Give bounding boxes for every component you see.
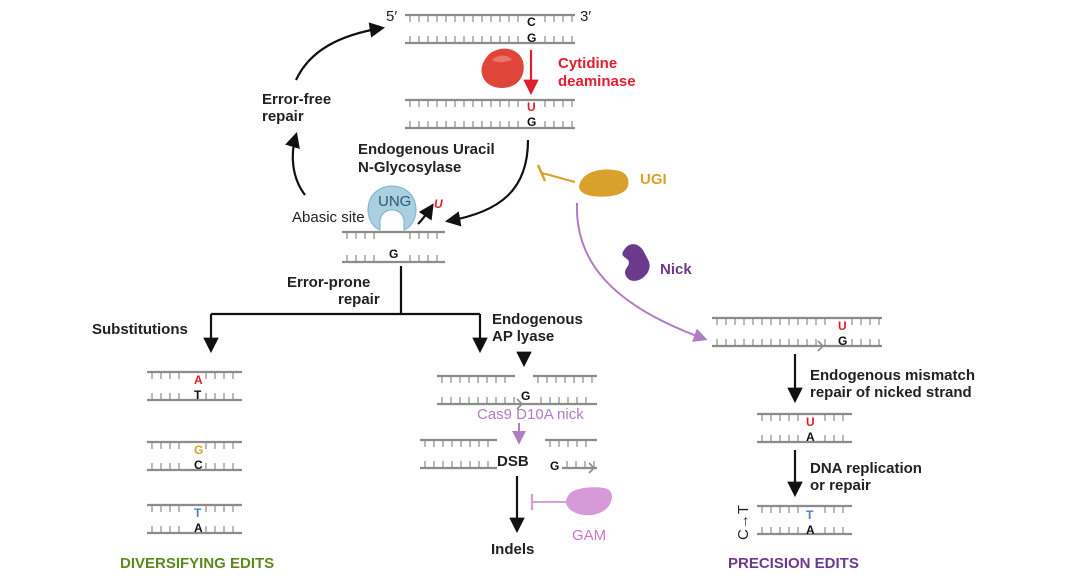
duplex-sub-2-top-strand [147,440,242,449]
precision-edits-label: PRECISION EDITS [728,555,859,572]
error-prone-label-2: repair [338,291,380,308]
cytidine-deaminase-label-1: Cytidine [558,55,617,72]
nick-pathway-arrow [575,202,708,342]
error-free-repair-arrow-top [295,22,386,81]
duplex-sub-1-top-strand [147,370,242,379]
duplex-ap-top-strand-right [533,374,597,383]
base-prec3-bot: A [806,523,815,537]
ung-action-arrow [444,139,530,227]
base-prec1-bot: G [838,334,847,348]
error-free-repair-arrow-up [285,132,306,196]
duplex-sub-3-bottom-strand [147,526,242,535]
base-released-u: U [434,197,443,211]
ugi-protein-icon [579,169,629,197]
cytidine-deaminase-highlight [492,55,512,63]
cas9-nick-label: Cas9 D10A nick [477,406,584,423]
base-prec1-top: U [838,319,847,333]
duplex-sub-2-bottom-strand [147,463,242,472]
duplex-prec-3-top-strand [757,504,852,513]
base-top-c: C [527,15,536,29]
base-sub3-bot: A [194,521,203,535]
base-top-g: G [527,31,536,45]
ugi-label: UGI [640,171,667,188]
gam-label: GAM [572,527,606,544]
duplex-prec-1-top-strand [712,316,882,325]
duplex-deaminated-top-strand [405,98,575,107]
error-free-label-2: repair [262,108,304,125]
duplex-sub-1-bottom-strand [147,393,242,402]
ung-enzyme-icon [367,185,417,231]
base-dsb-g: G [550,459,559,473]
three-prime-label: 3′ [580,8,591,25]
ugi-inhibition-bar [536,164,547,182]
base-abasic-g: G [389,247,398,261]
replication-label-1: DNA replication [810,460,922,477]
cytidine-deaminase-label-2: deaminase [558,73,636,90]
duplex-deaminated-bottom-strand [405,121,575,130]
dsb-left-top-strand [420,438,497,447]
endogenous-ung-label-2: N-Glycosylase [358,159,461,176]
base-prec2-bot: A [806,430,815,444]
base-sub3-top: T [194,506,202,520]
duplex-initial-bottom-strand [405,36,575,45]
base-mid-u: U [527,100,536,114]
substitutions-label: Substitutions [92,321,188,338]
base-sub2-bot: C [194,458,203,472]
base-prec3-top: T [806,508,814,522]
nick-mark-dsb [588,462,596,474]
error-prone-label-1: Error-prone [287,274,370,291]
duplex-prec-1-bottom-strand [712,339,882,348]
ugi-inhibition-line [541,172,576,183]
ung-label: UNG [378,193,411,210]
base-sub1-bot: T [194,388,202,402]
cytidine-deaminase-protein-icon [481,48,524,88]
gam-protein-icon [566,487,612,516]
base-ap-g: G [521,389,530,403]
duplex-prec-3-bottom-strand [757,527,852,536]
endogenous-ung-label-1: Endogenous Uracil [358,141,495,158]
duplex-initial-top-strand [405,13,575,22]
duplex-prec-2-top-strand [757,412,852,421]
duplex-abasic-top-strand [342,230,445,239]
diversifying-edits-label: DIVERSIFYING EDITS [120,555,274,572]
dsb-right-bottom-strand [562,461,597,470]
dsb-left-bottom-strand [420,461,497,470]
mismatch-label-2: repair of nicked strand [810,384,972,401]
uracil-release-arrow [417,203,434,225]
base-prec2-top: U [806,415,815,429]
nick-label: Nick [660,261,692,278]
replication-label-2: or repair [810,477,871,494]
nick-mark-precision [817,340,825,352]
base-mid-g: G [527,115,536,129]
abasic-site-label: Abasic site [292,209,365,226]
five-prime-label: 5′ [386,8,397,25]
c-to-t-label: C→T [735,505,752,540]
ap-lyase-label-1: Endogenous [492,311,583,328]
dna-duplex-layer [147,13,882,536]
nick-mark-ap [516,398,524,410]
nick-protein-icon [622,244,650,281]
ap-lyase-label-2: AP lyase [492,328,554,345]
error-free-label-1: Error-free [262,91,331,108]
mismatch-label-1: Endogenous mismatch [810,367,975,384]
dsb-label: DSB [497,453,529,470]
duplex-abasic-bottom-strand [342,255,445,264]
base-sub2-top: G [194,443,203,457]
duplex-prec-2-bottom-strand [757,435,852,444]
base-sub1-top: A [194,373,203,387]
duplex-ap-top-strand [437,374,515,383]
duplex-ap-bottom-strand [437,397,597,406]
dsb-right-top-strand [545,438,597,447]
duplex-sub-3-top-strand [147,503,242,512]
indels-label: Indels [491,541,534,558]
